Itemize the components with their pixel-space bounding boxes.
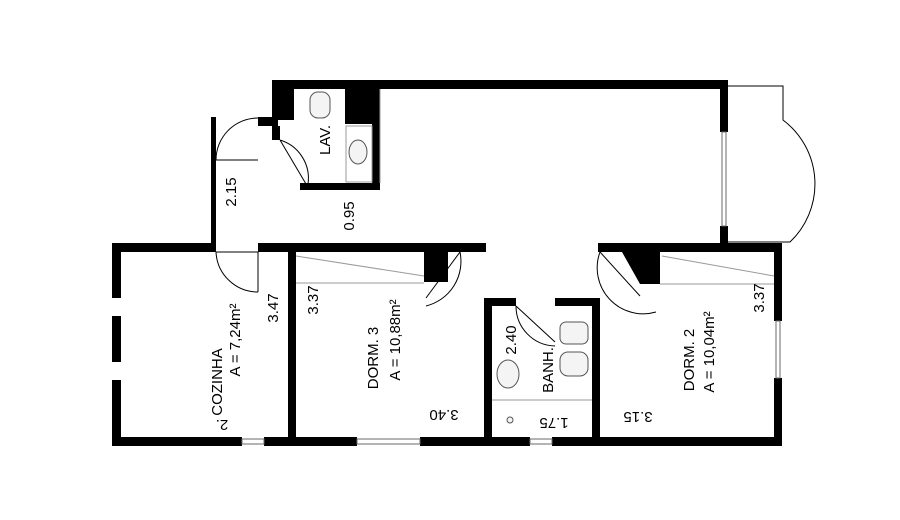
wall-mid-center [258,243,486,252]
dim-hall-depth: 2.15 [223,177,240,206]
wall-kitchen-dorm3 [288,248,296,444]
column-dorm2 [622,252,660,284]
dim-dorm3-width: 3.40 [429,406,458,423]
door-kitchen [215,251,259,293]
wall-lav-bottom [300,183,380,190]
room-name-banh: BANH. [540,347,557,393]
wall-living-right-upper [720,80,728,132]
wall-bottom-2 [264,437,357,446]
room-labels: COZINHA A = 7,24m² DORM. 3 A = 10,88m² D… [209,125,718,416]
wall-lav-right [372,80,380,190]
toilet-banh-icon [559,321,589,345]
window-living [721,131,727,227]
wall-top [272,80,728,89]
fixtures [309,91,592,424]
door-banh [515,305,556,347]
dim-cozinha-width: 2. [216,416,229,433]
room-area-dorm2: A = 10,04m² [701,311,718,392]
wall-mid-right [598,243,782,252]
doors [215,85,816,347]
wardrobe-dorm2-diag [661,255,775,277]
wall-lav-left-pier [258,117,278,126]
room-name-dorm3: DORM. 3 [365,327,382,390]
door-dorm3 [425,251,462,307]
room-area-cozinha: A = 7,24m² [227,304,244,377]
wall-bottom-3 [420,437,530,446]
column-dorm3 [424,252,448,282]
sink-banh-icon [496,359,520,389]
window-dorm2 [775,320,781,379]
dim-dorm2-height: 3.37 [751,283,768,312]
door-dorm2 [596,251,657,315]
windows [241,131,781,445]
wardrobes [295,89,775,285]
window-dorm3 [356,438,421,445]
toilet-lav-icon [309,91,331,119]
room-name-cozinha: COZINHA [209,348,226,416]
wall-dorm2-right-upper [774,243,782,321]
wall-banh-top-right [555,298,600,306]
room-area-dorm3: A = 10,88m² [387,299,404,380]
bidet-banh-icon [559,351,589,377]
dim-banh-width: 1.75 [539,414,568,431]
wall-kitchen-left-2 [112,316,121,362]
dim-cozinha-height: 3.47 [265,293,282,322]
wall-lav-left [272,80,294,120]
wall-lav-divider [345,80,375,124]
window-kitchen [241,438,265,445]
wall-living-right-lower [720,226,728,248]
walls [112,80,782,446]
room-name-lav: LAV. [317,125,334,155]
dim-dorm3-height: 3.37 [305,285,322,314]
wall-dorm2-right-lower [774,378,782,446]
wall-bottom-1 [112,437,242,446]
wardrobe-dorm3-diag [295,255,425,277]
wall-kitchen-left-3 [112,380,121,446]
lav-counter [345,125,373,183]
dim-banh-height: 2.40 [503,325,520,354]
door-lav [279,139,309,185]
wall-banh-top-left [484,298,516,306]
window-banh [529,438,553,445]
dim-lav-width: 0.95 [341,201,358,230]
wall-bottom-4 [552,437,782,446]
room-name-dorm2: DORM. 2 [681,329,698,392]
wall-lav-bottom-left [272,126,280,140]
wall-dorm3-banh [484,298,492,444]
wall-mid-left [112,243,216,252]
door-hall [215,117,259,161]
dim-dorm2-width: 3.15 [623,408,652,425]
wall-banh-dorm2 [592,298,600,444]
wall-kitchen-left-1 [112,243,121,298]
dimension-labels: 2.15 0.95 3.47 3.37 3.40 2.40 1.75 3.15 … [216,177,768,433]
sink-lav-icon [348,139,368,165]
drain-banh-icon [506,416,514,424]
wall-hall-left [211,117,216,247]
balcony-bay [728,85,816,243]
